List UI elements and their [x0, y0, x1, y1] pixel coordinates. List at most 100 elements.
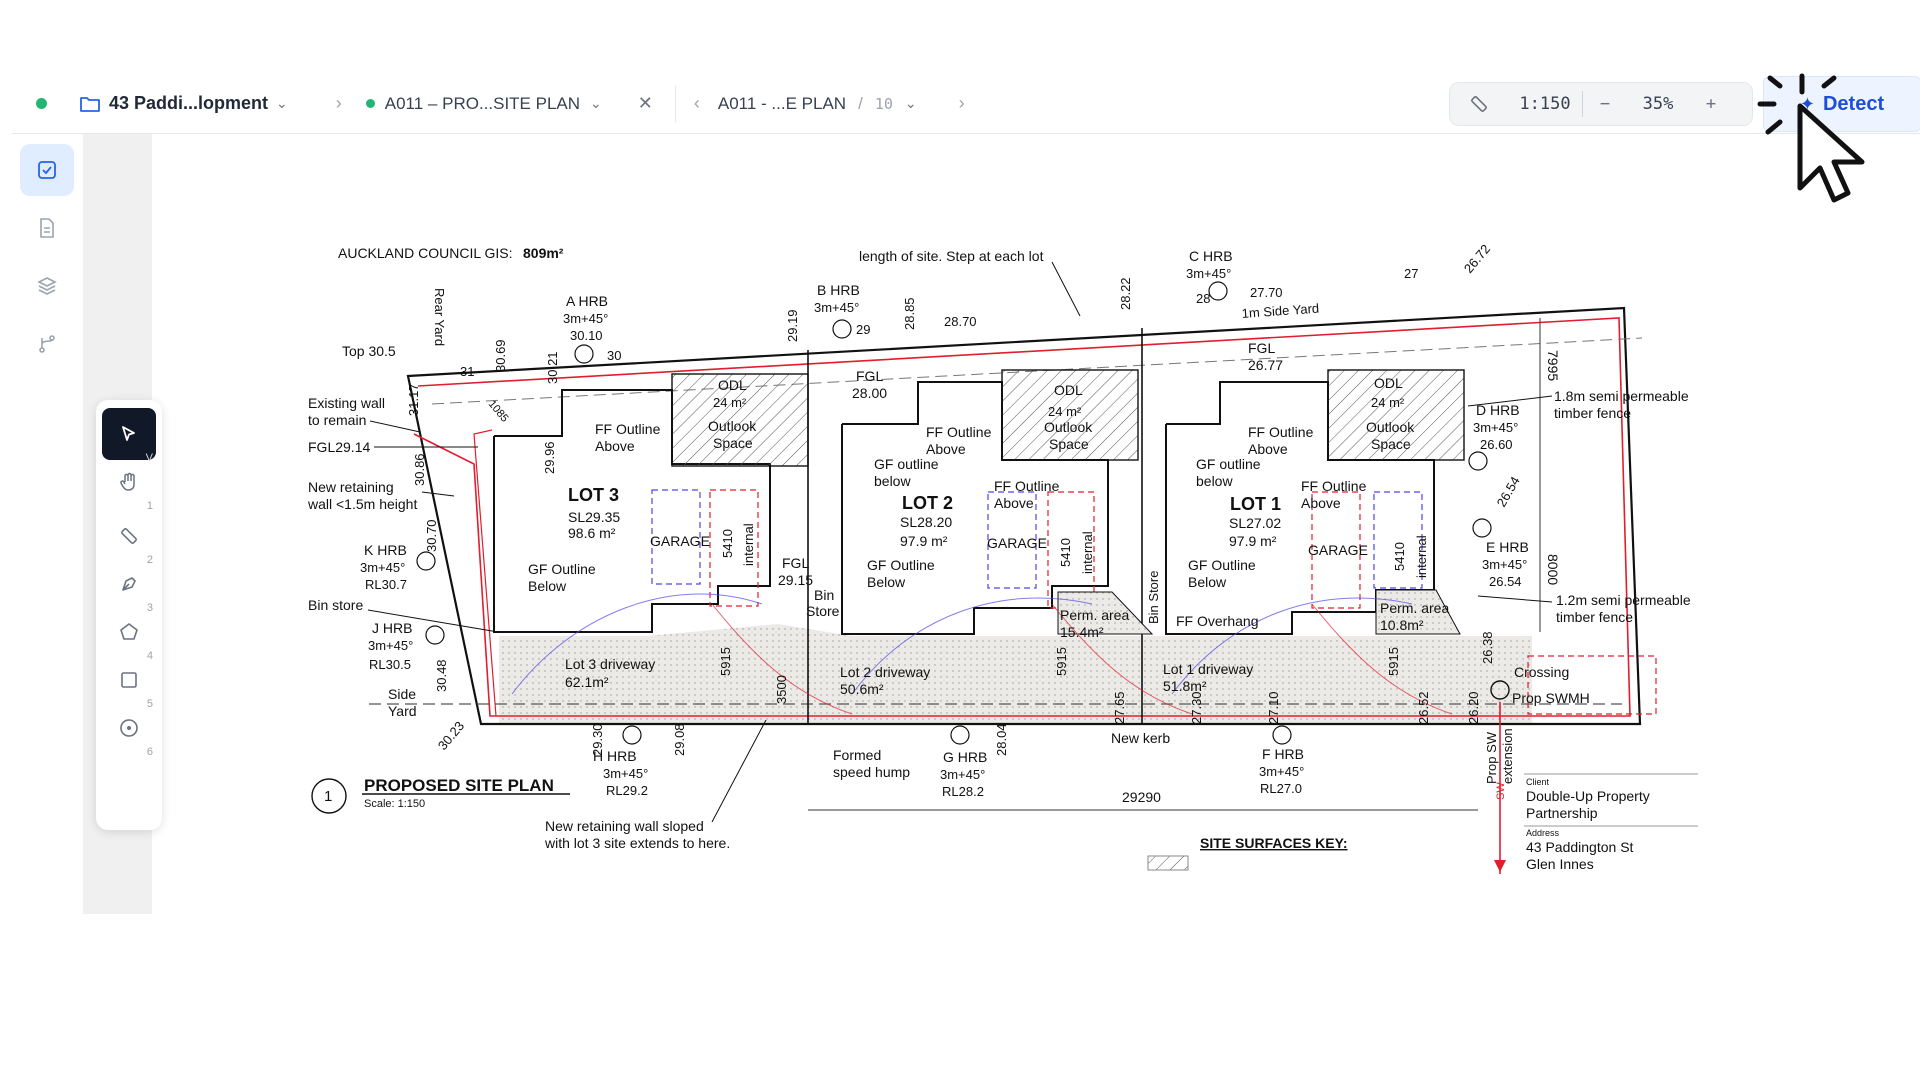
lot1-fgl-label: FGL	[1248, 340, 1275, 356]
dim-1085: 1085	[486, 398, 511, 424]
lot1-perm-area-value: 10.8m²	[1380, 617, 1424, 633]
prop-swmh-label: Prop SWMH	[1512, 690, 1590, 706]
page-label[interactable]: A011 - ...E PLAN	[717, 93, 847, 113]
shortcut-hint: 3	[146, 602, 153, 614]
hrb-f-sub: 3m+45°	[1259, 764, 1304, 779]
title-number-circle	[311, 778, 347, 814]
drawing-title: PROPOSED SITE PLAN	[364, 776, 554, 795]
ruler-icon	[121, 528, 137, 544]
zoom-in-button[interactable]: +	[1705, 94, 1717, 114]
lot1-driveway: Lot 1 driveway	[1163, 661, 1253, 677]
hrb-b-sub: 3m+45°	[814, 300, 859, 315]
tab-sheet[interactable]: A011 – PRO...SITE PLAN ⌄ ✕	[365, 93, 653, 114]
measure-tool[interactable]: 2	[102, 510, 156, 566]
level-27: 27	[1404, 266, 1418, 281]
hrb-marker-d	[1468, 451, 1488, 471]
hrb-h-label: H HRB	[593, 748, 637, 764]
point-tool[interactable]: 6	[102, 702, 156, 758]
pan-tool[interactable]: 1	[102, 456, 156, 512]
hrb-marker-c	[1208, 281, 1228, 301]
retaining-note: New retaining wall sloped	[545, 818, 704, 834]
hrb-marker-f	[1272, 725, 1292, 745]
hrb-marker-k	[416, 551, 436, 571]
drawing-canvas[interactable]: AUCKLAND COUNCIL GIS: 809m² length of si…	[84, 134, 1920, 914]
draw-tool[interactable]: 3	[102, 558, 156, 614]
layers-button[interactable]	[20, 260, 74, 312]
address-line: 43 Paddington St	[1526, 839, 1634, 855]
store-label: Store	[806, 603, 840, 619]
prev-page-icon[interactable]: ‹	[693, 93, 700, 113]
leader-line	[1477, 595, 1553, 603]
lot1-outlook: Outlook	[1366, 419, 1415, 435]
documents-button[interactable]	[20, 202, 74, 254]
lot3-area: 98.6 m²	[568, 525, 616, 541]
level-29: 29	[856, 322, 870, 337]
paving-area	[647, 624, 852, 724]
dim-3500: 3500	[774, 675, 789, 704]
level-2770: 27.70	[1250, 285, 1283, 300]
close-tab-icon[interactable]: ✕	[637, 93, 653, 113]
shortcut-hint: 1	[146, 500, 153, 512]
ruler-icon[interactable]	[1450, 83, 1508, 125]
level-3117: 31.17	[406, 383, 421, 416]
scale-value[interactable]: 1:150	[1519, 94, 1571, 114]
lot2-sl: SL28.20	[900, 514, 952, 530]
hrb-c-label: C HRB	[1189, 248, 1233, 264]
hrb-e-sub: 3m+45°	[1482, 557, 1527, 572]
address-line-2: Glen Innes	[1526, 856, 1594, 872]
detect-button[interactable]: ✦ Detect	[1763, 76, 1920, 132]
leader-line	[369, 420, 421, 433]
next-page-icon[interactable]: ›	[958, 93, 965, 113]
setback-line-red	[473, 429, 497, 717]
level-3023: 30.23	[435, 718, 467, 753]
lot1-perm-area: Perm. area	[1380, 600, 1449, 616]
scale-zoom-control: 1:150 − 35% +	[1449, 82, 1753, 126]
project-selector[interactable]: 43 Paddi...lopment ⌄	[71, 87, 296, 120]
level-2996: 29.96	[542, 441, 557, 474]
lot1-gf-outline-lc: GF outline	[1196, 456, 1261, 472]
lot1-garage-blue	[1373, 491, 1423, 589]
rectangle-icon	[121, 672, 137, 688]
lot2-driveway: Lot 2 driveway	[840, 664, 930, 680]
polygon-tool[interactable]: 4	[102, 606, 156, 662]
chevron-down-icon: ⌄	[276, 95, 288, 111]
existing-wall-label-2: to remain	[308, 412, 366, 428]
chevron-down-icon[interactable]: ⌄	[590, 95, 602, 111]
fence-18-label-2: timber fence	[1554, 405, 1631, 421]
lot2-ff-outline: FF Outline	[926, 424, 992, 440]
fence-12-label-2: timber fence	[1556, 609, 1633, 625]
lot2-gf-below: Below	[867, 574, 906, 590]
circle-point-icon	[120, 719, 138, 737]
lot2-odl-area: 24 m²	[1048, 404, 1082, 419]
zoom-level[interactable]: 35%	[1642, 94, 1674, 114]
lot3-title: LOT 3	[568, 485, 619, 505]
rectangle-tool[interactable]: 5	[102, 654, 156, 710]
bin-store-vertical: Bin Store	[1146, 571, 1161, 624]
lot1-dim-5915: 5915	[1386, 647, 1401, 676]
versions-button[interactable]	[20, 318, 74, 370]
zoom-out-button[interactable]: −	[1599, 94, 1611, 114]
lot3-dim-5915: 5915	[718, 647, 733, 676]
hrb-k-label: K HRB	[364, 542, 407, 558]
hrb-marker-e	[1472, 518, 1492, 538]
prop-sw-label: Prop SW	[1484, 731, 1499, 784]
lot2-odl-label: ODL	[1054, 382, 1083, 398]
shortcut-hint: 4	[146, 650, 153, 662]
select-tool[interactable]: V	[102, 408, 156, 464]
hrb-j-sub: 3m+45°	[368, 638, 413, 653]
surfaces-key-title: SITE SURFACES KEY:	[1200, 835, 1348, 851]
checklist-button[interactable]	[20, 144, 74, 196]
new-kerb-label: New kerb	[1111, 730, 1170, 746]
lot2-outline	[841, 381, 1109, 635]
ff-overhang-label: FF Overhang	[1176, 613, 1258, 629]
shortcut-hint: 6	[146, 746, 153, 758]
level-31: 31	[460, 364, 474, 379]
page-total[interactable]: 10	[874, 94, 893, 113]
lot2-area: 97.9 m²	[900, 533, 948, 549]
leader-line	[1051, 261, 1081, 317]
fgl-2914: FGL29.14	[308, 439, 370, 455]
lot1-odl	[1327, 369, 1465, 461]
chevron-down-icon[interactable]: ⌄	[904, 95, 917, 111]
retaining-note-2: with lot 3 site extends to here.	[544, 835, 730, 851]
lot3-odl-area: 24 m²	[713, 395, 747, 410]
